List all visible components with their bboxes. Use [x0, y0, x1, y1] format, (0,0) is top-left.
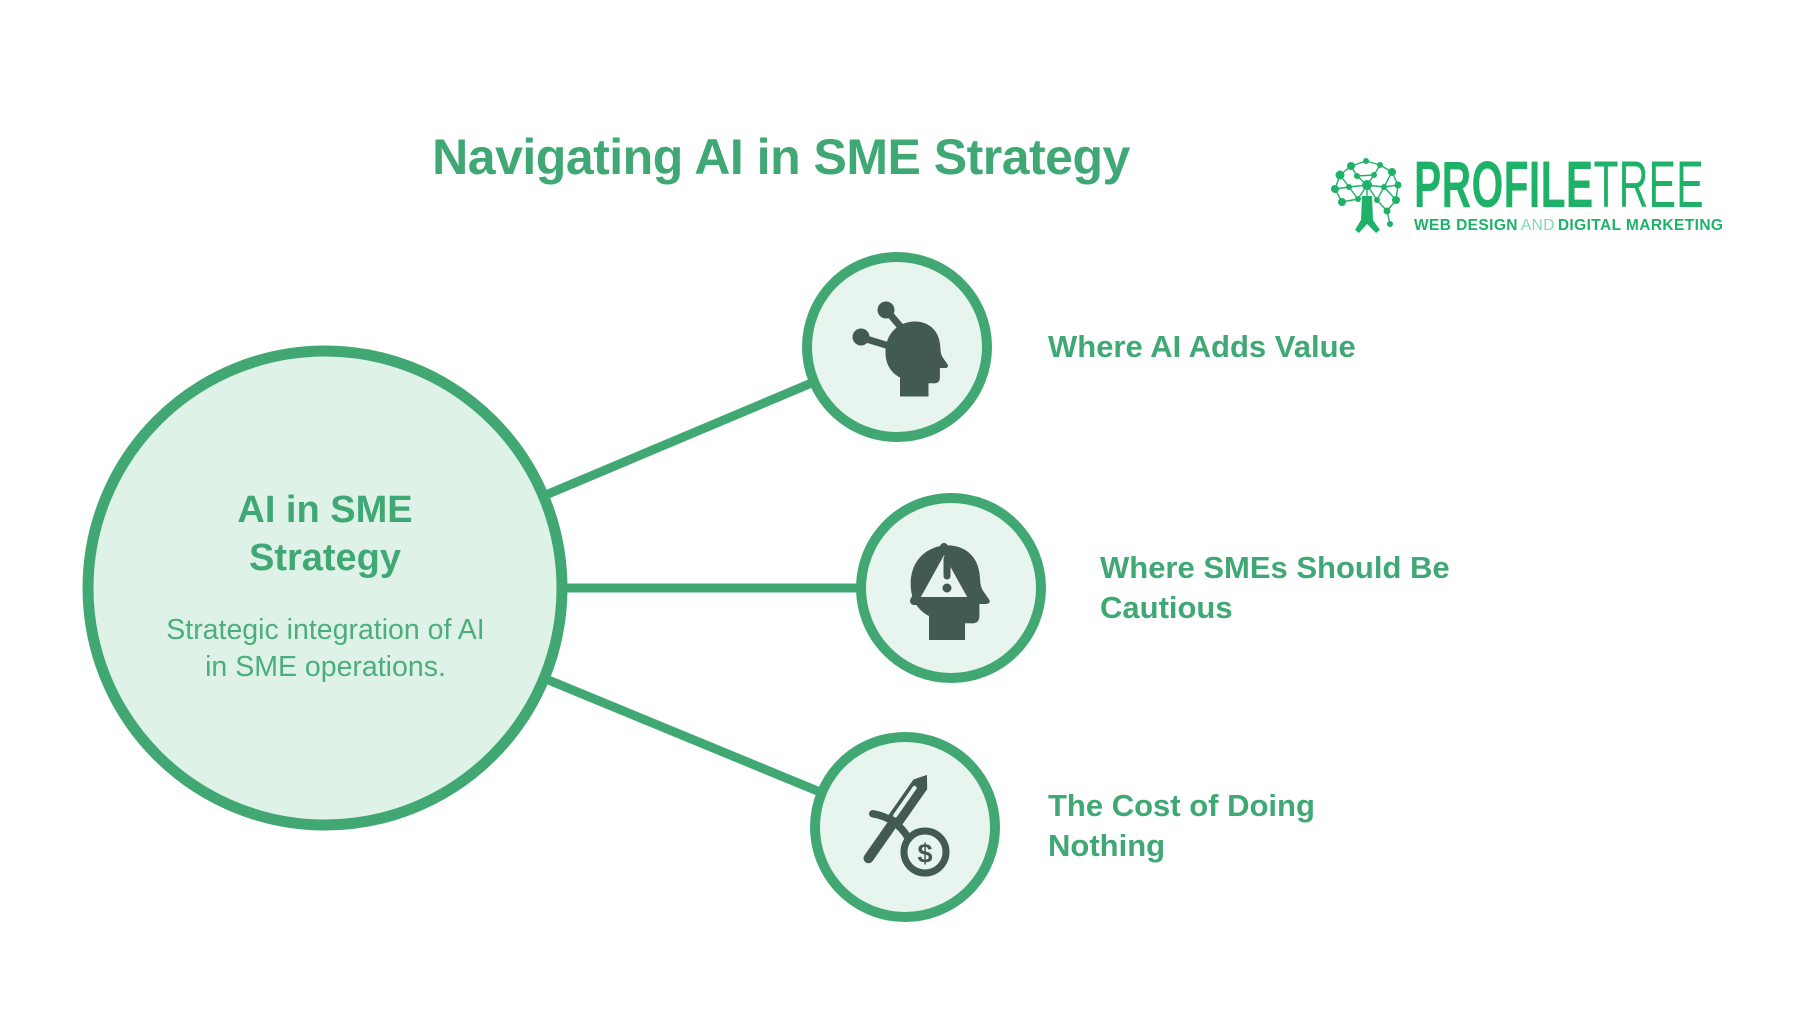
brand-name: PROFILETREE	[1414, 151, 1704, 217]
ai-mind-head-icon	[852, 301, 949, 397]
profiletree-tree-icon	[1331, 158, 1402, 233]
tagline-web-design: WEB DESIGN	[1414, 217, 1518, 234]
central-topic-circle	[82, 345, 568, 831]
node-label-cautious: Where SMEs Should Be Cautious	[1100, 550, 1450, 625]
tagline-and: AND	[1520, 217, 1555, 234]
sword-money-icon: $	[863, 774, 950, 877]
central-topic-title: AI in SME Strategy	[237, 489, 413, 579]
node-label-ai-value: Where AI Adds Value	[1048, 329, 1356, 364]
tagline-digital-marketing: DIGITAL MARKETING	[1557, 217, 1724, 234]
dollar-coin	[900, 827, 950, 877]
page-title: Navigating AI in SME Strategy	[432, 128, 1130, 185]
tree-network-nodes	[1331, 158, 1402, 227]
caution-head-icon	[910, 543, 990, 640]
brand-name-tree: TREE	[1593, 147, 1704, 221]
brand-name-profile: PROFILE	[1414, 147, 1594, 221]
tree-network-edges	[1334, 160, 1399, 225]
dollar-symbol: $	[917, 839, 932, 869]
node-circle-cost	[810, 732, 1000, 922]
central-topic-description: Strategic integration of AI in SME opera…	[166, 614, 485, 683]
tree-trunk	[1355, 196, 1380, 233]
node-label-cost: The Cost of Doing Nothing	[1048, 788, 1315, 863]
